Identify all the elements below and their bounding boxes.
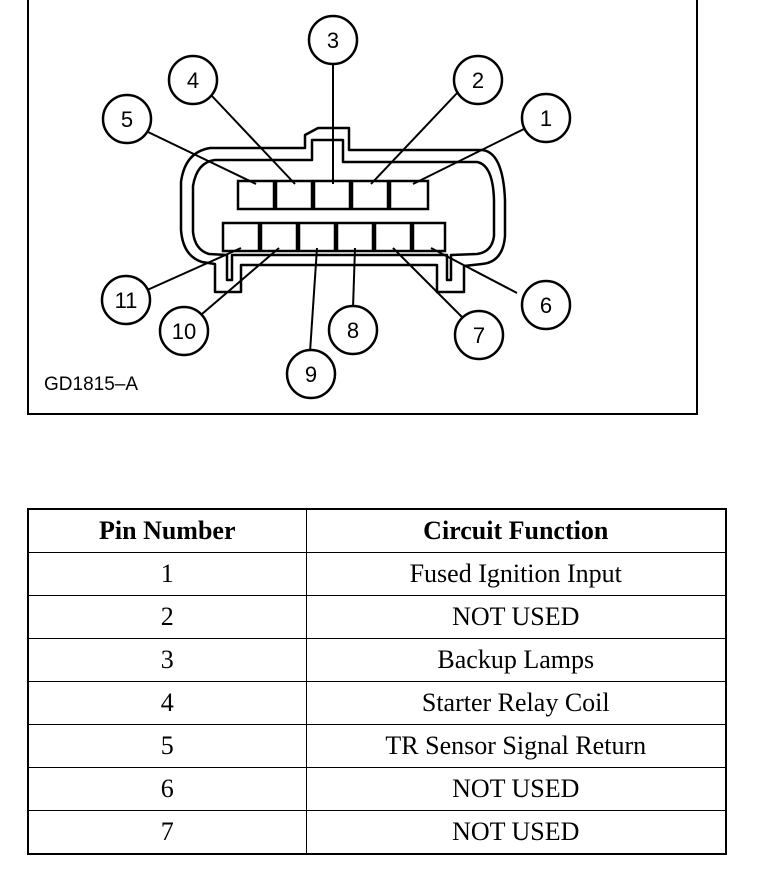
cell-pin: 6: [27, 767, 307, 811]
cell-function: Backup Lamps: [305, 638, 727, 682]
cell-pin: 5: [27, 724, 307, 768]
leader-line-4: [210, 94, 296, 185]
figure-id-label: GD1815–A: [44, 374, 139, 395]
callout-label-3: 3: [327, 28, 339, 53]
callout-circle-6: [520, 279, 572, 331]
callout-circle-2: [452, 54, 504, 106]
pin-10-terminal: [259, 221, 299, 253]
callout-label-2: 2: [472, 68, 484, 93]
callout-circle-1: [520, 92, 572, 144]
table-row: 3 Backup Lamps: [27, 638, 727, 682]
pin-6-terminal: [411, 221, 447, 253]
callout-circle-10: [158, 305, 210, 357]
callout-label-11: 11: [115, 288, 138, 313]
pin-5-terminal: [236, 179, 276, 211]
cell-pin: 2: [27, 595, 307, 639]
leader-line-1: [412, 128, 525, 185]
cell-pin: 1: [27, 552, 307, 596]
callout-circle-11: [100, 274, 152, 326]
cell-function: NOT USED: [305, 595, 727, 639]
cell-pin: 4: [27, 681, 307, 725]
pin-2-terminal: [350, 179, 390, 211]
table-row: 6 NOT USED: [27, 767, 727, 811]
callout-label-9: 9: [305, 362, 317, 387]
table-header-row: Pin Number Circuit Function: [27, 508, 727, 553]
connector-inner-shell: [191, 138, 496, 282]
leader-line-2: [370, 90, 460, 185]
leader-line-5: [147, 131, 257, 185]
cell-function: Starter Relay Coil: [305, 681, 727, 725]
cell-function: TR Sensor Signal Return: [305, 724, 727, 768]
callout-label-10: 10: [172, 319, 196, 344]
connector-diagram: 1 2 3 4 5 6 7 8 9 10 11: [100, 14, 572, 400]
leader-line-8: [352, 247, 356, 309]
callout-label-8: 8: [347, 318, 359, 343]
callout-circle-7: [453, 309, 505, 361]
pin-7-terminal: [373, 221, 413, 253]
cell-function: NOT USED: [305, 810, 727, 855]
pin-1-terminal: [388, 179, 430, 211]
leader-line-6: [430, 247, 518, 294]
callout-circle-8: [327, 304, 379, 356]
cell-pin: 3: [27, 638, 307, 682]
leader-line-9: [309, 247, 318, 353]
callout-label-1: 1: [540, 106, 552, 131]
pin-4-terminal: [274, 179, 314, 211]
pin-8-terminal: [335, 221, 375, 253]
cell-pin: 7: [27, 810, 307, 855]
callout-circle-4: [167, 54, 219, 106]
table-row: 1 Fused Ignition Input: [27, 552, 727, 596]
leader-line-7: [392, 247, 464, 319]
leader-line-10: [201, 247, 280, 315]
callout-label-7: 7: [473, 323, 485, 348]
table-row: 7 NOT USED: [27, 810, 727, 855]
table-row: 2 NOT USED: [27, 595, 727, 639]
cell-function: Fused Ignition Input: [305, 552, 727, 596]
pin-11-terminal: [221, 221, 261, 253]
leader-line-11: [144, 247, 242, 292]
callout-circle-3: [307, 14, 359, 66]
pin-function-table: Pin Number Circuit Function 1 Fused Igni…: [27, 508, 727, 855]
pin-9-terminal: [297, 221, 337, 253]
callout-circle-5: [101, 93, 153, 145]
callout-label-5: 5: [121, 107, 133, 132]
table-row: 5 TR Sensor Signal Return: [27, 724, 727, 768]
header-pin-number: Pin Number: [27, 508, 307, 553]
table-row: 4 Starter Relay Coil: [27, 681, 727, 725]
header-circuit-function: Circuit Function: [305, 508, 727, 553]
cell-function: NOT USED: [305, 767, 727, 811]
callout-label-4: 4: [187, 68, 199, 93]
callout-label-6: 6: [540, 293, 552, 318]
callout-circle-9: [285, 348, 337, 400]
pin-3-terminal: [312, 179, 352, 211]
